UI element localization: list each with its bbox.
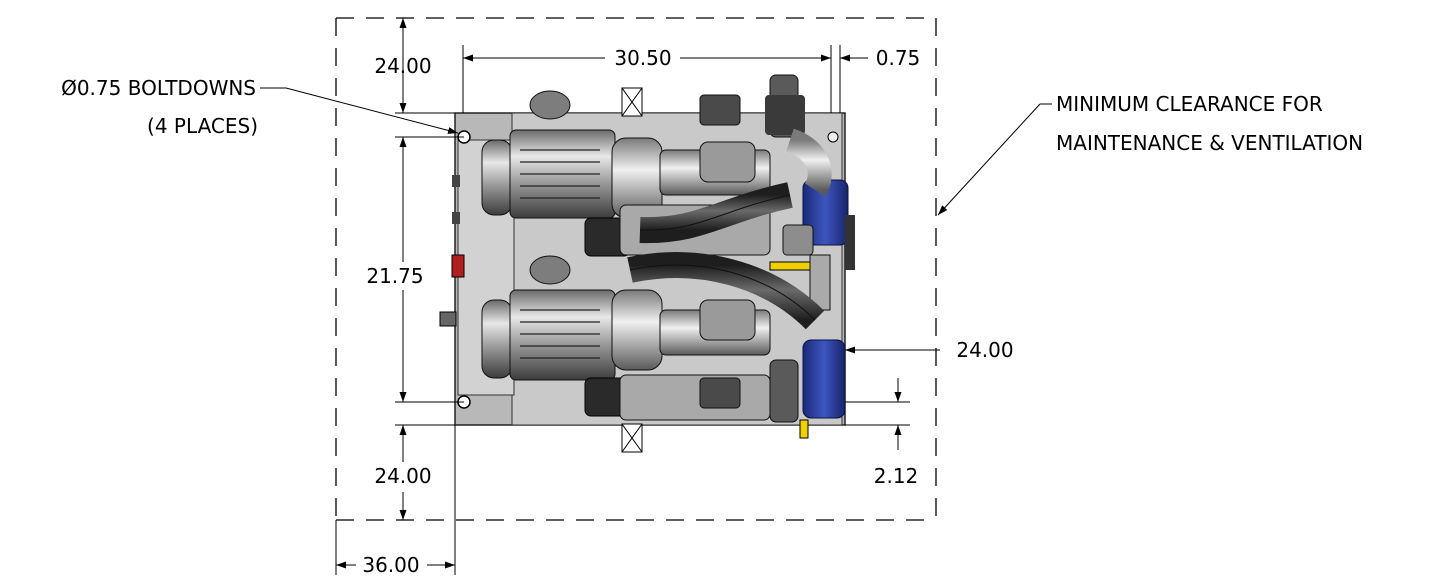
clearance-callout-line1: MINIMUM CLEARANCE FOR [1056, 92, 1323, 116]
dim-left-clearance: 36.00 [362, 553, 419, 577]
dim-bolt-spacing: 21.75 [366, 264, 423, 288]
lower-motor [481, 255, 631, 417]
dim-bottom-clearance: 24.00 [374, 464, 431, 488]
upper-pump [611, 74, 805, 256]
boltdowns-callout: Ø0.75 BOLTDOWNS [61, 76, 256, 100]
dim-overall-width: 30.50 [614, 46, 671, 70]
dim-top-clearance: 24.00 [374, 54, 431, 78]
dim-right-offset: 0.75 [876, 46, 921, 70]
skid-assembly [439, 74, 855, 453]
dim-right-clearance: 24.00 [956, 338, 1013, 362]
upper-blue-valve [785, 128, 855, 270]
lower-pump [611, 252, 825, 423]
clearance-boundary [335, 17, 937, 521]
dimension-lines [260, 18, 1052, 575]
boltdowns-places-callout: (4 PLACES) [147, 114, 258, 138]
dim-bolt-edge-offset: 2.12 [874, 464, 919, 488]
lower-blue-valve [799, 339, 846, 439]
upper-motor [481, 90, 631, 257]
stop-button [451, 254, 465, 278]
clearance-callout-line2: MAINTENANCE & VENTILATION [1056, 131, 1363, 155]
